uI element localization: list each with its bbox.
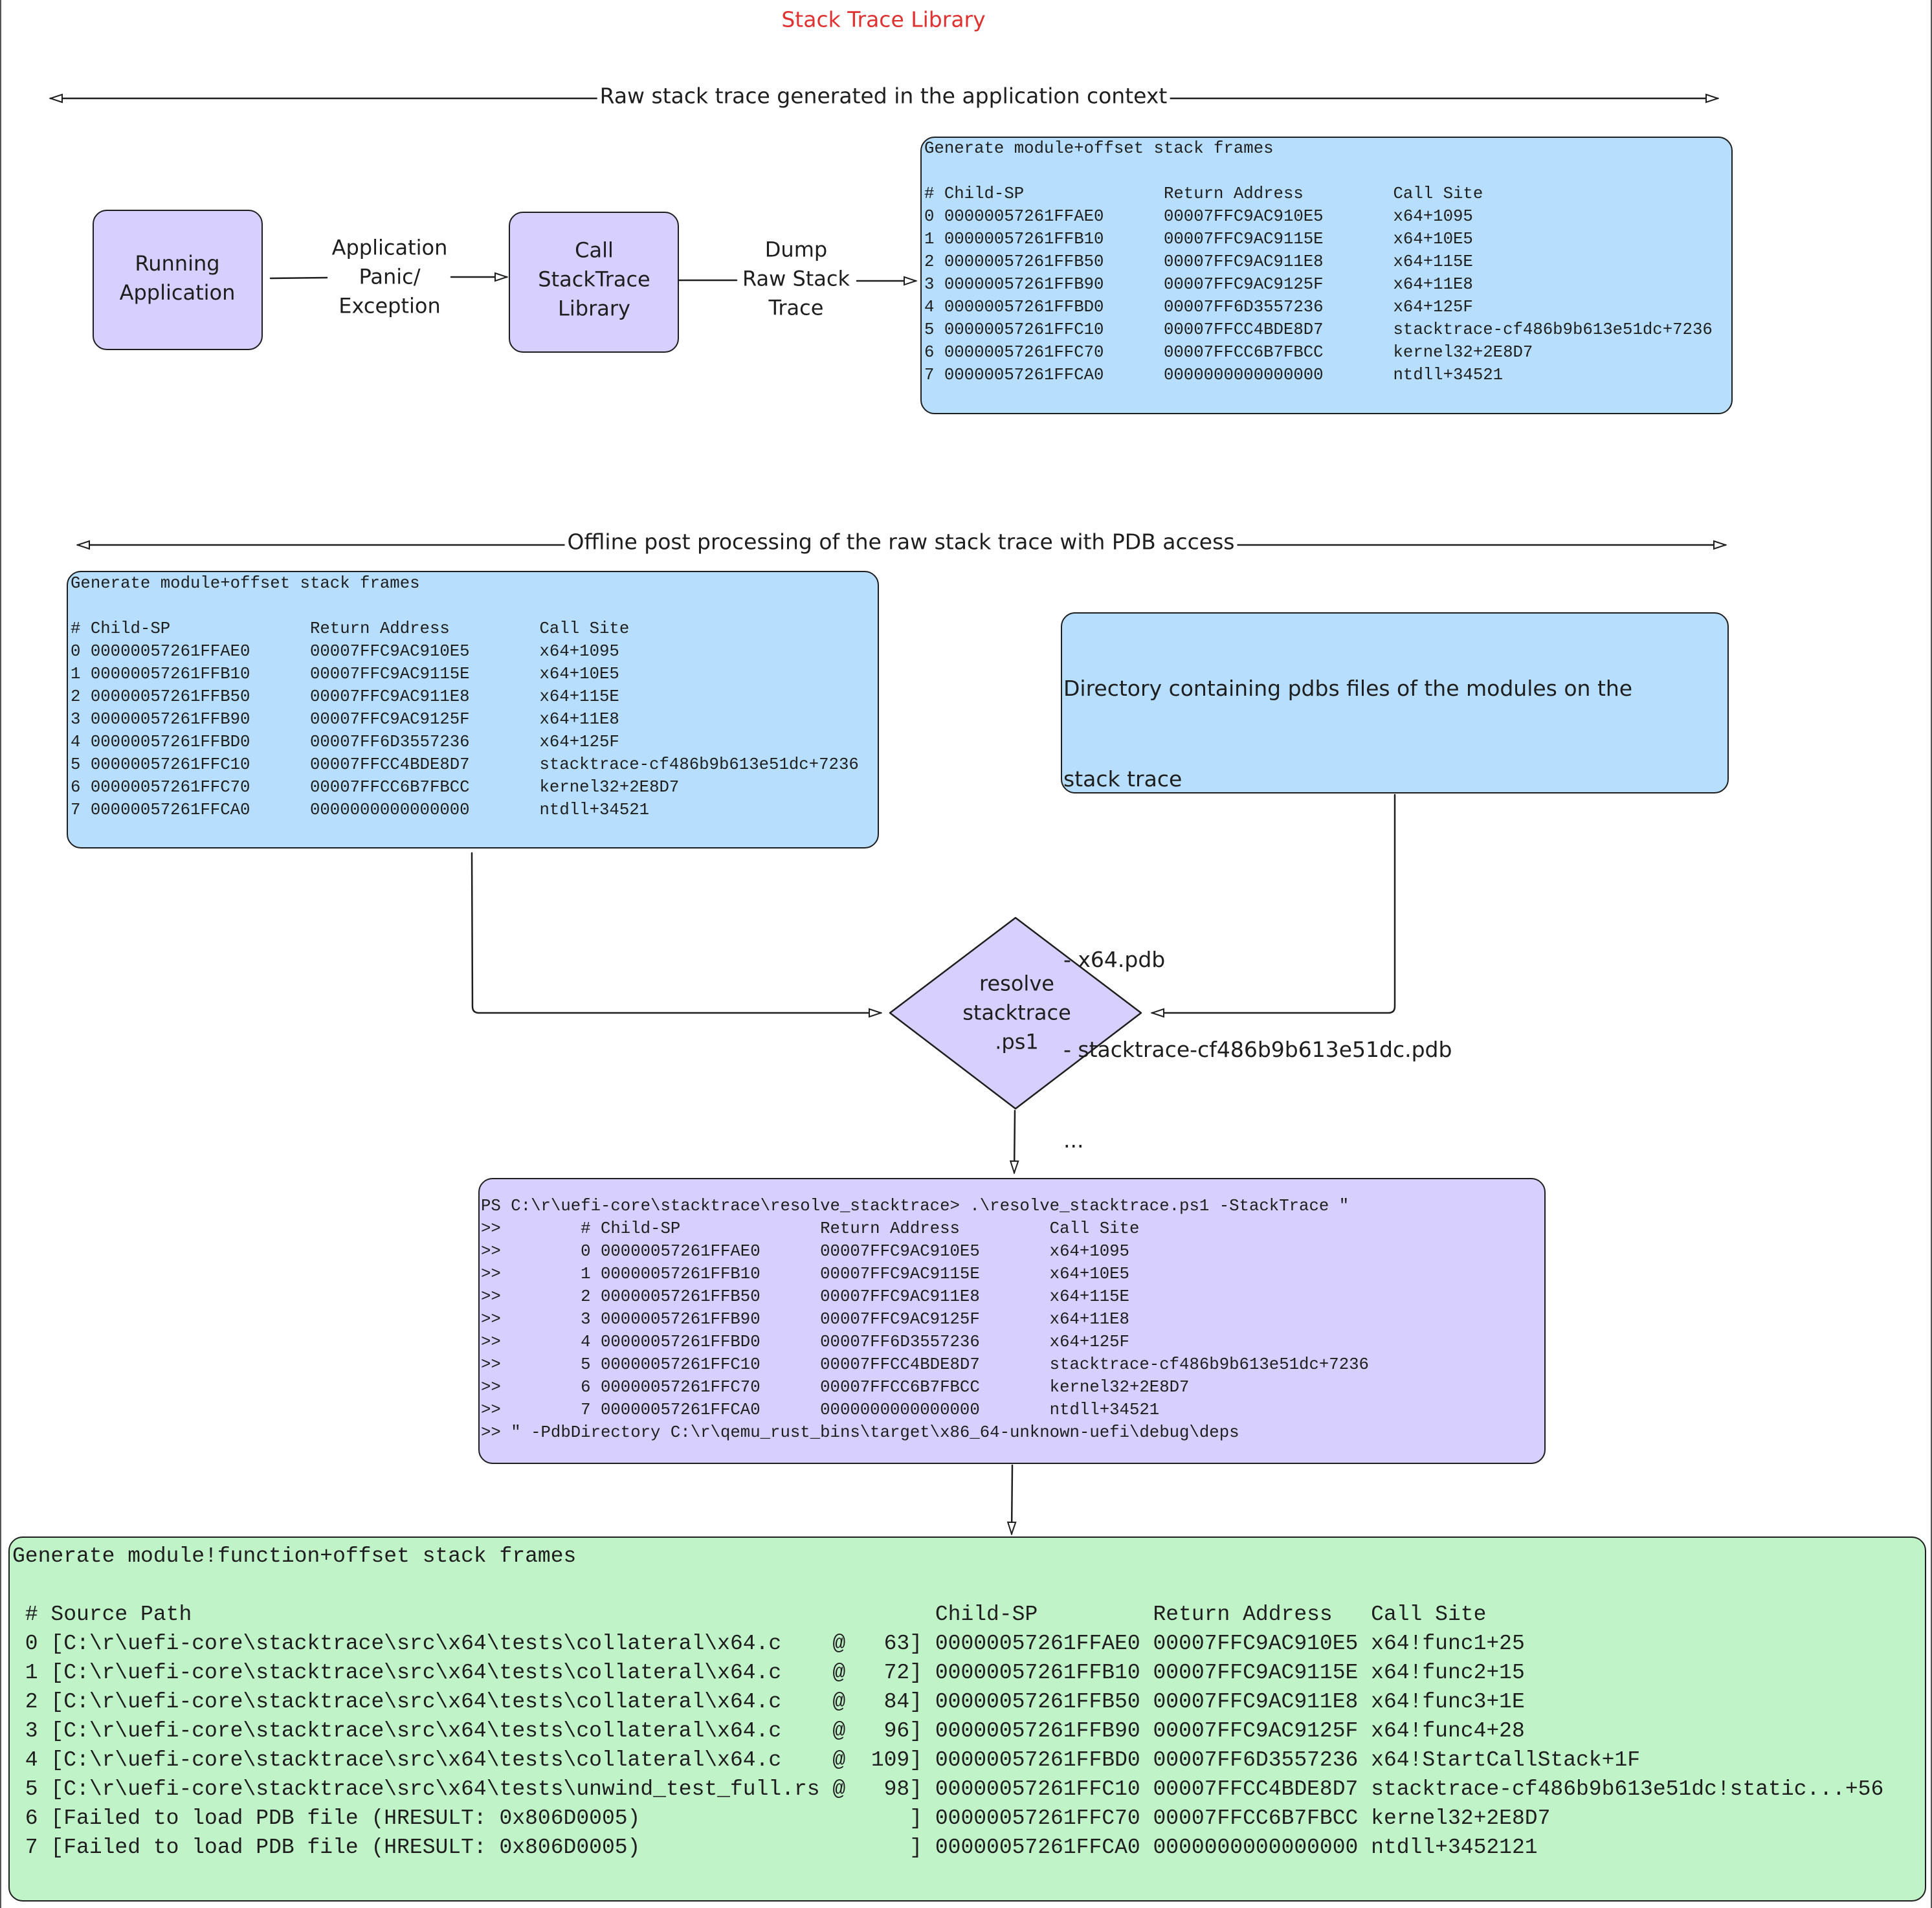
frame-row: 4 00000057261FFBD0 00007FF6D3557236 x64+… — [71, 733, 619, 751]
raw-frames-box-offline — [67, 571, 879, 849]
frame-row: 2 [C:\r\uefi-core\stacktrace\src\x64\tes… — [12, 1690, 1525, 1714]
command-frame-line: >> 1 00000057261FFB10 00007FFC9AC9115E x… — [481, 1265, 1129, 1283]
running-application-label: Running Application — [120, 249, 236, 307]
command-line: PS C:\r\uefi-core\stacktrace\resolve_sta… — [481, 1197, 1349, 1215]
command-frame-line: >> 4 00000057261FFBD0 00007FF6D3557236 x… — [481, 1333, 1129, 1351]
pdb-line-blank: ​ — [1063, 854, 1632, 885]
label-line: Exception — [339, 293, 441, 318]
call-stacktrace-library-node — [509, 212, 679, 353]
frame-row: 1 00000057261FFB10 00007FFC9AC9115E x64+… — [924, 230, 1473, 249]
pdbs-to-resolver-arrow — [1152, 793, 1396, 1013]
command-frame-line: >> 0 00000057261FFAE0 00007FFC9AC910E5 x… — [481, 1242, 1129, 1261]
command-frame-line: >> 5 00000057261FFC10 00007FFCC4BDE8D7 s… — [481, 1355, 1369, 1374]
raw-frames-text-app: Generate module+offset stack frames ​# Ch… — [924, 137, 1713, 386]
frame-row: 4 00000057261FFBD0 00007FF6D3557236 x64+… — [924, 298, 1473, 316]
frame-row: 0 00000057261FFAE0 00007FFC9AC910E5 x64+… — [924, 207, 1473, 226]
phase1-label: Raw stack trace generated in the applica… — [597, 83, 1170, 109]
label-line: Running — [135, 251, 220, 276]
label-line: Dump — [764, 237, 828, 262]
frame-row: 3 00000057261FFB90 00007FFC9AC9125F x64+… — [924, 275, 1473, 294]
command-frame-line: >> 7 00000057261FFCA0 0000000000000000 n… — [481, 1401, 1160, 1419]
command-header-line: >> # Child-SP Return Address Call Site — [481, 1219, 1140, 1238]
table-header: # Source Path Child-SP Return Address Ca… — [12, 1603, 1487, 1626]
label-line: Call — [575, 238, 614, 263]
panic-exception-label: Application Panic/ Exception — [332, 234, 448, 321]
raw-frames-box-app — [920, 137, 1733, 414]
powershell-command-box — [478, 1178, 1546, 1464]
pdb-line: - stacktrace-cf486b9b613e51dc.pdb — [1063, 1037, 1452, 1062]
call-stacktrace-library-label: Call StackTrace Library — [538, 236, 650, 324]
table-header: # Child-SP Return Address Call Site — [924, 184, 1483, 203]
running-application-node — [93, 210, 263, 350]
dump-raw-stack-trace-label: Dump Raw Stack Trace — [742, 236, 850, 323]
frame-row: 6 [Failed to load PDB file (HRESULT: 0x8… — [12, 1806, 1551, 1830]
diagram-title: Stack Trace Library — [781, 6, 986, 32]
frame-row: 5 00000057261FFC10 00007FFCC4BDE8D7 stac… — [71, 755, 859, 774]
resolved-frames-text: Generate module!function+offset stack fr… — [12, 1542, 1883, 1862]
box-title: Generate module+offset stack frames — [924, 139, 1274, 158]
frame-row: 7 [Failed to load PDB file (HRESULT: 0x8… — [12, 1836, 1538, 1859]
label-line: .ps1 — [995, 1029, 1039, 1054]
blank-line: ​ — [71, 595, 859, 617]
label-line: Application — [331, 235, 448, 260]
frame-row: 6 00000057261FFC70 00007FFCC6B7FBCC kern… — [924, 343, 1533, 362]
box-title: Generate module+offset stack frames — [71, 574, 420, 593]
powershell-command-text: PS C:\r\uefi-core\stacktrace\resolve_sta… — [481, 1195, 1369, 1444]
frame-row: 0 00000057261FFAE0 00007FFC9AC910E5 x64+… — [71, 642, 619, 661]
command-frame-line: >> 2 00000057261FFB50 00007FFC9AC911E8 x… — [481, 1287, 1129, 1306]
frame-row: 5 00000057261FFC10 00007FFCC4BDE8D7 stac… — [924, 320, 1713, 339]
command-frame-line: >> 3 00000057261FFB90 00007FFC9AC9125F x… — [481, 1310, 1129, 1329]
frame-row: 3 00000057261FFB90 00007FFC9AC9125F x64+… — [71, 710, 619, 729]
frame-row: 0 [C:\r\uefi-core\stacktrace\src\x64\tes… — [12, 1632, 1525, 1656]
phase2-label: Offline post processing of the raw stack… — [564, 529, 1238, 555]
frame-row: 7 00000057261FFCA0 0000000000000000 ntdl… — [71, 801, 650, 819]
label-line: Library — [558, 296, 630, 321]
command-frame-line: >> 6 00000057261FFC70 00007FFCC6B7FBCC k… — [481, 1378, 1190, 1397]
pdb-line: - x64.pdb — [1063, 946, 1166, 972]
label-line: StackTrace — [538, 267, 650, 292]
box-title: Generate module!function+offset stack fr… — [12, 1544, 577, 1568]
frame-row: 5 [C:\r\uefi-core\stacktrace\src\x64\tes… — [12, 1777, 1884, 1801]
frame-row: 3 [C:\r\uefi-core\stacktrace\src\x64\tes… — [12, 1719, 1525, 1743]
pdb-line: Directory containing pdbs files of the m… — [1063, 676, 1633, 701]
resolve-stacktrace-label: resolve stacktrace .ps1 — [962, 970, 1071, 1057]
pdb-directory-text: Directory containing pdbs files of the m… — [1063, 614, 1632, 1215]
label-line: Raw Stack — [742, 266, 850, 291]
label-line: Panic/ — [359, 264, 421, 289]
frame-row: 1 00000057261FFB10 00007FFC9AC9115E x64+… — [71, 665, 619, 683]
pdb-line: stack trace — [1063, 766, 1183, 792]
frame-row: 1 [C:\r\uefi-core\stacktrace\src\x64\tes… — [12, 1661, 1525, 1685]
label-line: resolve — [979, 971, 1054, 996]
frames-to-resolver-arrow — [471, 852, 881, 1013]
frame-row: 6 00000057261FFC70 00007FFCC6B7FBCC kern… — [71, 778, 680, 797]
command-line: >> " -PdbDirectory C:\r\qemu_rust_bins\t… — [481, 1423, 1239, 1442]
resolver-diamond — [889, 916, 1142, 1110]
label-line: stacktrace — [962, 1000, 1071, 1025]
label-line: Application — [119, 280, 236, 305]
raw-frames-text-offline: Generate module+offset stack frames ​ # Ch… — [71, 572, 859, 821]
pdb-directory-box — [1061, 612, 1729, 793]
frame-row: 7 00000057261FFCA0 0000000000000000 ntdl… — [924, 366, 1504, 384]
resolver-to-command-arrow — [1014, 1109, 1015, 1173]
frame-row: 2 00000057261FFB50 00007FFC9AC911E8 x64+… — [71, 687, 619, 706]
blank-line: ​ — [924, 160, 1713, 183]
frame-row: 2 00000057261FFB50 00007FFC9AC911E8 x64+… — [924, 252, 1473, 271]
frame-row: 4 [C:\r\uefi-core\stacktrace\src\x64\tes… — [12, 1748, 1641, 1772]
table-header: # Child-SP Return Address Call Site — [71, 619, 630, 638]
blank-line: ​ — [12, 1571, 1883, 1600]
pdb-line: ... — [1063, 1127, 1084, 1153]
label-line: Trace — [768, 295, 824, 320]
resolved-frames-box — [8, 1536, 1926, 1902]
